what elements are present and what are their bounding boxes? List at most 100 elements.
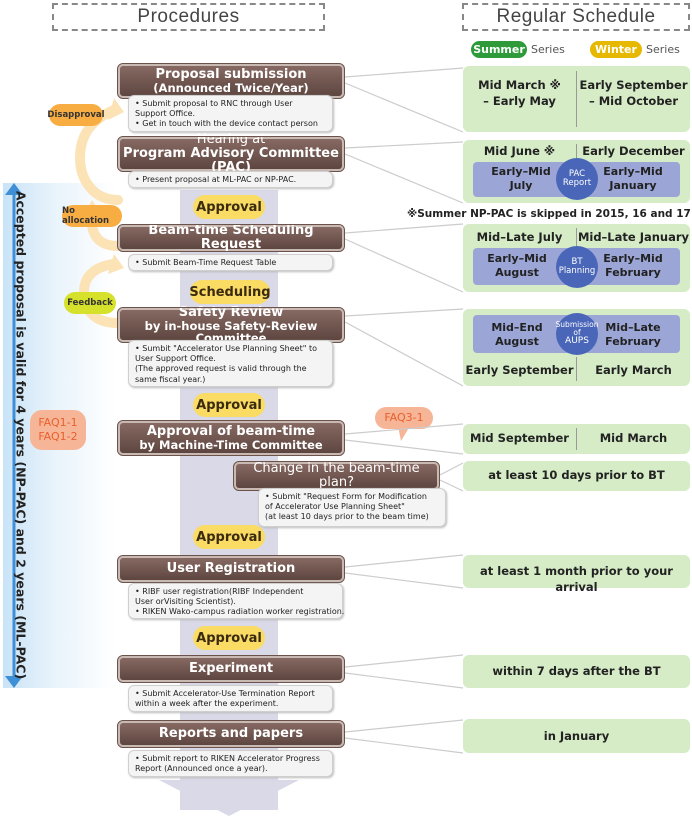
step-approval-sub: by Machine-Time Committee bbox=[139, 437, 323, 452]
sched-text: Mid March ※ bbox=[478, 78, 561, 92]
feedback-tag: Feedback bbox=[64, 292, 116, 314]
schedule-divider bbox=[576, 144, 577, 162]
pac-report-circle: PAC Report bbox=[556, 158, 598, 200]
no-allocation-tag: No allocation bbox=[62, 205, 122, 227]
pac-footnote: ※Summer NP-PAC is skipped in 2015, 16 an… bbox=[407, 208, 691, 220]
note-line: • Submit Accelerator-Use Termination Rep… bbox=[135, 689, 315, 698]
procedures-header: Procedures bbox=[52, 3, 325, 31]
safety-inner-right: Mid–Late February bbox=[591, 321, 675, 350]
pac-summer: Mid June ※ bbox=[483, 144, 556, 158]
schedule-divider bbox=[576, 228, 577, 248]
step-approval-title: Approval of beam-time bbox=[146, 423, 316, 439]
validity-arrow bbox=[5, 183, 23, 688]
note-line: • RIKEN Wako-campus radiation worker reg… bbox=[135, 607, 345, 617]
step-beamtime-request[interactable]: Beam-time Scheduling Request bbox=[117, 223, 345, 252]
faq3-1-link[interactable]: FAQ3-1 bbox=[384, 411, 424, 424]
safety-summer: Early September bbox=[465, 363, 574, 377]
sched-text: Early–Mid bbox=[603, 165, 663, 178]
disapproval-tag: Disapproval bbox=[47, 104, 105, 126]
note-line: • Sumbit "Accelerator Use Planning Sheet… bbox=[135, 344, 317, 353]
faq1-1-link[interactable]: FAQ1-1 bbox=[38, 416, 78, 429]
sched-text: August bbox=[495, 335, 539, 349]
registration-timing: at least 1 month prior to your arrival bbox=[480, 564, 673, 594]
sched-text: Early–Mid bbox=[491, 165, 551, 178]
note-reports: • Submit report to RIKEN Accelerator Pro… bbox=[128, 750, 333, 777]
summer-series-word: Series bbox=[531, 43, 565, 56]
step-change-plan[interactable]: Change in the beam-time plan? bbox=[233, 460, 440, 491]
disapproval-label: Disapproval bbox=[47, 110, 105, 120]
safety-inner-left: Mid–End August bbox=[477, 321, 557, 350]
circle-text: of bbox=[573, 328, 581, 338]
bt-inner-left: Early–Mid August bbox=[477, 252, 557, 281]
approval-badge-2: Approval bbox=[193, 393, 265, 417]
step-change-title: Change in the beam-time plan? bbox=[253, 460, 420, 490]
schedule-title: Regular Schedule bbox=[496, 6, 656, 27]
note-line: • Get in touch with the device contact p… bbox=[135, 119, 318, 129]
bt-inner-right: Early–Mid February bbox=[591, 252, 675, 281]
note-line: (The approved request is valid through t… bbox=[135, 364, 307, 374]
step-pac-title: Hearing at bbox=[196, 131, 266, 147]
step-beamtime-approval[interactable]: Approval of beam-time by Machine-Time Co… bbox=[117, 420, 345, 456]
schedule-reports: in January bbox=[463, 719, 690, 753]
step-user-registration[interactable]: User Registration bbox=[117, 555, 345, 583]
feedback-label: Feedback bbox=[67, 298, 113, 308]
schedule-header: Regular Schedule bbox=[462, 3, 690, 31]
note-line: within a week after the experiment. bbox=[135, 699, 279, 709]
sched-text: January bbox=[609, 179, 657, 193]
circle-text: PAC bbox=[568, 169, 586, 180]
step-pac-hearing[interactable]: Hearing at Program Advisory Committee (P… bbox=[117, 132, 345, 175]
schedule-registration: at least 1 month prior to your arrival bbox=[463, 555, 690, 594]
winter-label: Winter bbox=[595, 43, 637, 56]
schedule-approval: Mid September Mid March bbox=[463, 424, 690, 454]
step-safety-title: Safety Review bbox=[178, 304, 284, 320]
sched-text: – Early May bbox=[483, 93, 556, 108]
proposal-summer: Mid March ※ – Early May bbox=[463, 78, 576, 109]
scheduling-badge: Scheduling bbox=[189, 280, 271, 304]
circle-text: Planning bbox=[558, 266, 596, 276]
step-experiment[interactable]: Experiment bbox=[117, 655, 345, 683]
bt-summer: Mid–Late July bbox=[476, 230, 563, 244]
note-line: (at least 10 days prior to the beam time… bbox=[265, 512, 429, 522]
proposal-winter: Early September – Mid October bbox=[577, 78, 690, 109]
schedule-bt: Mid–Late July Mid–Late January Early–Mid… bbox=[463, 224, 690, 292]
approval-badge-4: Approval bbox=[193, 626, 265, 650]
pac-inner-right: Early–Mid January bbox=[593, 165, 673, 194]
reports-timing: in January bbox=[543, 729, 610, 743]
note-line: same fiscal year.) bbox=[135, 374, 206, 384]
safety-winter: Early March bbox=[595, 363, 672, 377]
note-line: of Accelerator Use Planning Sheet" bbox=[265, 502, 405, 512]
schedule-proposal: Mid March ※ – Early May Early September … bbox=[463, 66, 690, 132]
faq3-bubble[interactable]: FAQ3-1 bbox=[375, 407, 433, 429]
note-registration: • RIBF user registration(RIBF Independen… bbox=[128, 583, 345, 619]
note-line: • Submit proposal to RNC through User bbox=[135, 99, 293, 108]
approval-badge-3: Approval bbox=[193, 525, 265, 549]
summer-pill: Summer bbox=[471, 41, 527, 58]
pac-inner-left: Early–Mid July bbox=[481, 165, 561, 194]
step-proposal-submission[interactable]: Proposal submission (Announced Twice/Yea… bbox=[117, 63, 345, 99]
procedures-title: Procedures bbox=[137, 6, 240, 27]
sched-text: Early–Mid bbox=[603, 252, 663, 265]
step-reports-title: Reports and papers bbox=[158, 725, 304, 741]
schedule-divider bbox=[576, 428, 577, 450]
bt-winter: Mid–Late January bbox=[577, 230, 690, 244]
note-line: User Support Office. bbox=[135, 354, 216, 364]
schedule-change: at least 10 days prior to BT bbox=[463, 461, 690, 491]
faq1-2-link[interactable]: FAQ1-2 bbox=[38, 430, 78, 444]
approval-summer: Mid September bbox=[470, 431, 569, 445]
note-change: • Submit "Request Form for Modification … bbox=[258, 488, 446, 527]
step-reports[interactable]: Reports and papers bbox=[117, 720, 345, 748]
step-safety-review[interactable]: Safety Review by in-house Safety-Review … bbox=[117, 304, 345, 344]
step-proposal-title: Proposal submission bbox=[155, 66, 307, 82]
note-line: • Submit Beam-Time Request Table bbox=[135, 258, 277, 267]
schedule-pac: Mid June ※ Early December Early–Mid July… bbox=[463, 140, 690, 203]
flow-arrow-head bbox=[159, 780, 299, 816]
sched-text: – Mid October bbox=[588, 93, 679, 108]
circle-text: BT bbox=[571, 257, 583, 268]
note-line: Report (Announced once a year). bbox=[135, 764, 268, 774]
faq1-bubble[interactable]: FAQ1-1 FAQ1-2 bbox=[30, 410, 86, 450]
approval-badge-1: Approval bbox=[193, 195, 265, 219]
note-line: User orVisiting Scientist). bbox=[135, 597, 236, 607]
sched-text: August bbox=[495, 266, 539, 280]
note-beamtime: • Submit Beam-Time Request Table bbox=[128, 254, 333, 271]
